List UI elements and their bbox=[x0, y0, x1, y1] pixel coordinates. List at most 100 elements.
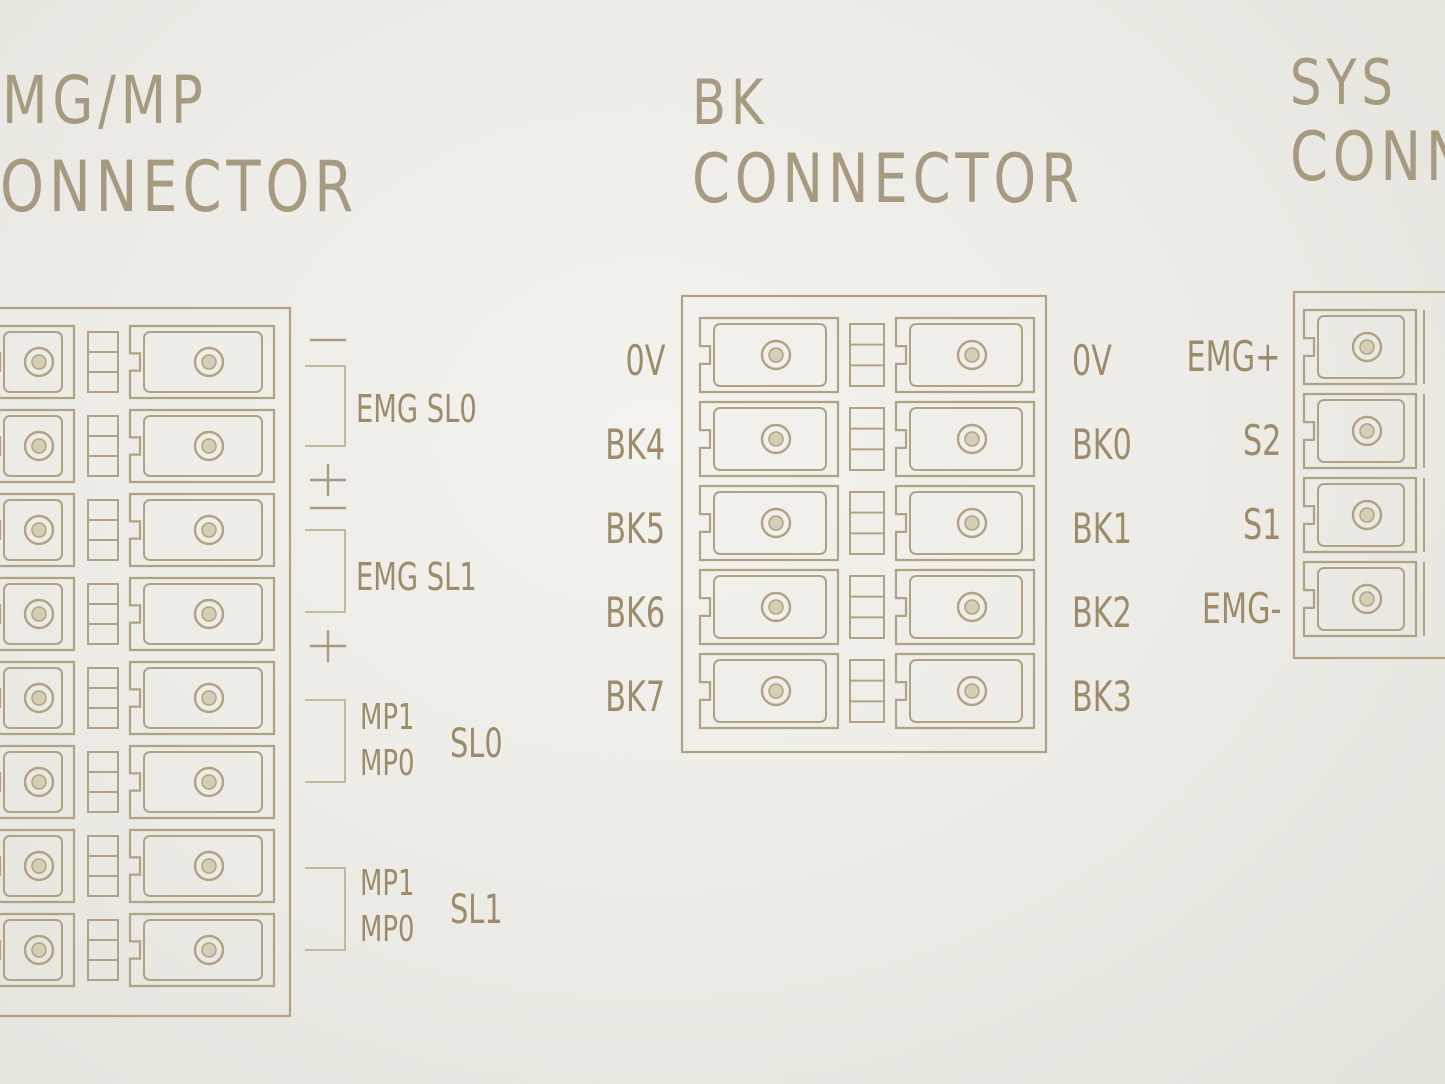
bk-left-label-2: BK4 bbox=[605, 420, 665, 469]
sys-terminal bbox=[1302, 560, 1418, 638]
terminal-screw-icon bbox=[1351, 415, 1383, 447]
terminal-screw-icon bbox=[956, 423, 988, 455]
bk-terminal-right bbox=[894, 652, 1036, 730]
mp-group-1-label: SL0 bbox=[450, 721, 503, 767]
terminal-screw-icon bbox=[760, 675, 792, 707]
sys-terminal bbox=[1302, 392, 1418, 470]
terminal-screw-icon bbox=[193, 682, 225, 714]
mp-group-2-label: SL1 bbox=[450, 887, 503, 933]
terminal-screw-icon bbox=[193, 514, 225, 546]
bracket-mp-sl0 bbox=[305, 699, 346, 783]
emg-mp-terminal-left bbox=[0, 576, 76, 652]
terminal-screw-icon bbox=[23, 346, 55, 378]
terminal-screw-icon bbox=[23, 598, 55, 630]
cell-divider bbox=[87, 583, 119, 645]
terminal-screw-icon bbox=[760, 507, 792, 539]
cell-divider bbox=[87, 835, 119, 897]
bk-terminal-right bbox=[894, 568, 1036, 646]
bk-terminal-left bbox=[698, 316, 840, 394]
emg-group-label-1: EMG SL0 bbox=[356, 387, 477, 431]
sys-terminal bbox=[1302, 476, 1418, 554]
emg-mp-terminal-right bbox=[128, 744, 276, 820]
mp-group-1-line2: MP0 bbox=[360, 743, 415, 784]
terminal-screw-icon bbox=[956, 675, 988, 707]
terminal-screw-icon bbox=[760, 423, 792, 455]
emg-mp-terminal-right bbox=[128, 576, 276, 652]
cell-divider bbox=[87, 499, 119, 561]
terminal-screw-icon bbox=[23, 766, 55, 798]
bk-title-line1: BK bbox=[692, 66, 769, 139]
bk-left-label-1: 0V bbox=[625, 336, 665, 385]
mp-group-2-line1: MP1 bbox=[360, 863, 415, 904]
bk-terminal-right bbox=[894, 484, 1036, 562]
bk-right-label-5: BK3 bbox=[1072, 672, 1132, 721]
bk-right-label-3: BK1 bbox=[1072, 504, 1132, 553]
sys-connector-frame bbox=[1292, 290, 1445, 660]
cell-divider bbox=[87, 415, 119, 477]
emg-mp-title-line2: ONNECTOR bbox=[0, 146, 358, 228]
terminal-screw-icon bbox=[193, 598, 225, 630]
terminal-screw-icon bbox=[956, 591, 988, 623]
sys-label-1: EMG+ bbox=[1187, 332, 1281, 381]
terminal-screw-icon bbox=[760, 339, 792, 371]
bk-right-label-1: 0V bbox=[1072, 336, 1112, 385]
terminal-screw-icon bbox=[1351, 331, 1383, 363]
terminal-screw-icon bbox=[23, 934, 55, 966]
cell-divider bbox=[87, 331, 119, 393]
mp-group-1-line1: MP1 bbox=[360, 697, 415, 738]
emg-group-label-2: EMG SL1 bbox=[356, 555, 477, 599]
bk-terminal-right bbox=[894, 400, 1036, 478]
terminal-screw-icon bbox=[956, 507, 988, 539]
bk-left-label-5: BK7 bbox=[605, 672, 665, 721]
terminal-screw-icon bbox=[1351, 499, 1383, 531]
emg-mp-terminal-right bbox=[128, 492, 276, 568]
emg-mp-terminal-right bbox=[128, 660, 276, 736]
emg-mp-terminal-right bbox=[128, 912, 276, 988]
sys-label-3: S1 bbox=[1242, 500, 1281, 549]
mp-group-2-line2: MP0 bbox=[360, 909, 415, 950]
emg-mp-terminal-left bbox=[0, 912, 76, 988]
emg-mp-connector-frame bbox=[0, 306, 292, 1018]
cell-divider bbox=[87, 919, 119, 981]
bk-terminal-left bbox=[698, 652, 840, 730]
bk-right-label-2: BK0 bbox=[1072, 420, 1132, 469]
cell-divider bbox=[849, 407, 885, 471]
emg-mp-terminal-right bbox=[128, 408, 276, 484]
bk-terminal-left bbox=[698, 568, 840, 646]
terminal-screw-icon bbox=[23, 682, 55, 714]
bracket-emg-sl1 bbox=[305, 529, 346, 613]
bracket-emg-sl0 bbox=[305, 365, 346, 447]
sys-label-4: EMG- bbox=[1201, 584, 1281, 633]
cell-divider bbox=[849, 575, 885, 639]
bk-connector-frame bbox=[680, 294, 1048, 754]
emg-mp-terminal-right bbox=[128, 324, 276, 400]
bk-terminal-left bbox=[698, 484, 840, 562]
terminal-screw-icon bbox=[193, 346, 225, 378]
terminal-screw-icon bbox=[1351, 583, 1383, 615]
emg-mp-terminal-left bbox=[0, 660, 76, 736]
cell-divider bbox=[87, 751, 119, 813]
cell-divider bbox=[849, 491, 885, 555]
bracket-mp-sl1 bbox=[305, 867, 346, 951]
terminal-screw-icon bbox=[193, 934, 225, 966]
bk-title-line2: CONNECTOR bbox=[692, 140, 1084, 219]
bk-terminal-right bbox=[894, 316, 1036, 394]
cell-divider bbox=[849, 659, 885, 723]
bk-terminal-left bbox=[698, 400, 840, 478]
cell-divider bbox=[849, 323, 885, 387]
terminal-screw-icon bbox=[193, 766, 225, 798]
sys-title-line1: SYS bbox=[1290, 46, 1398, 119]
cell-divider bbox=[87, 667, 119, 729]
sys-title-line2: CONN bbox=[1290, 118, 1445, 197]
sys-terminal bbox=[1302, 308, 1418, 386]
bk-left-label-4: BK6 bbox=[605, 588, 665, 637]
terminal-screw-icon bbox=[23, 430, 55, 462]
terminal-screw-icon bbox=[23, 514, 55, 546]
terminal-screw-icon bbox=[760, 591, 792, 623]
emg-mp-terminal-left bbox=[0, 744, 76, 820]
sys-label-2: S2 bbox=[1242, 416, 1281, 465]
terminal-screw-icon bbox=[23, 850, 55, 882]
terminal-screw-icon bbox=[193, 430, 225, 462]
